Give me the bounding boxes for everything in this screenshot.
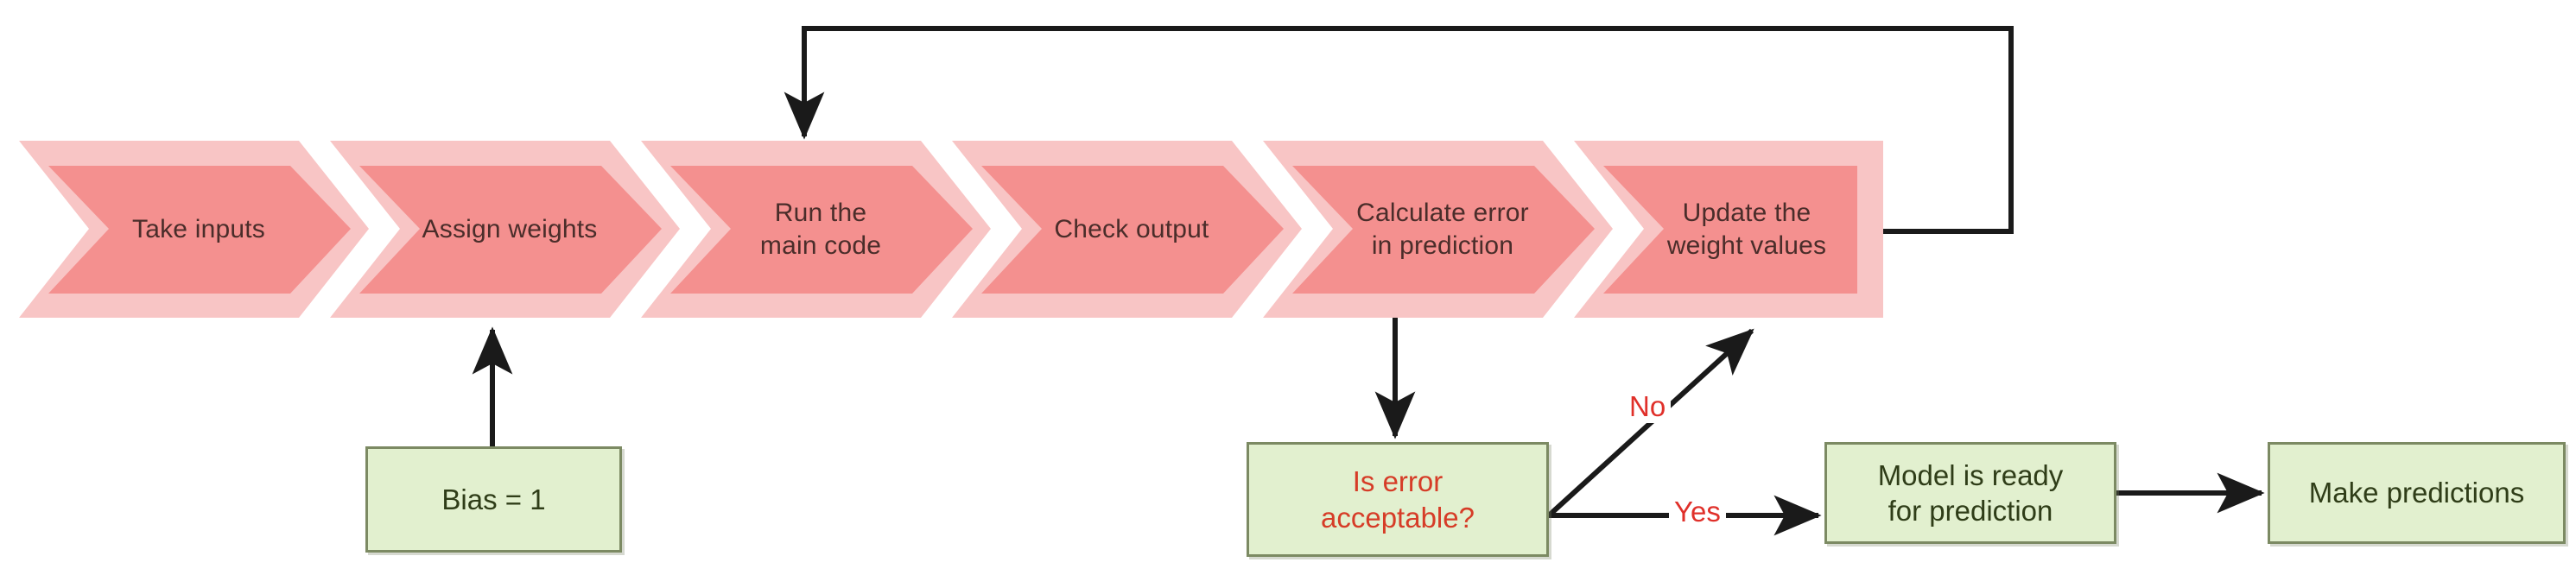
edge-label-no: No: [1624, 390, 1672, 423]
box-model-ready[interactable]: Model is ready for prediction: [1824, 442, 2116, 544]
chevron-inner-shapes: [48, 166, 1857, 294]
feedback-loop-connector: [784, 26, 2014, 234]
box-is-error-acceptable[interactable]: Is error acceptable?: [1247, 442, 1549, 557]
no-branch-connector: [1546, 328, 1754, 518]
box-bias[interactable]: Bias = 1: [365, 446, 622, 553]
edge-label-yes: Yes: [1669, 496, 1726, 528]
box-make-predictions[interactable]: Make predictions: [2268, 442, 2566, 544]
